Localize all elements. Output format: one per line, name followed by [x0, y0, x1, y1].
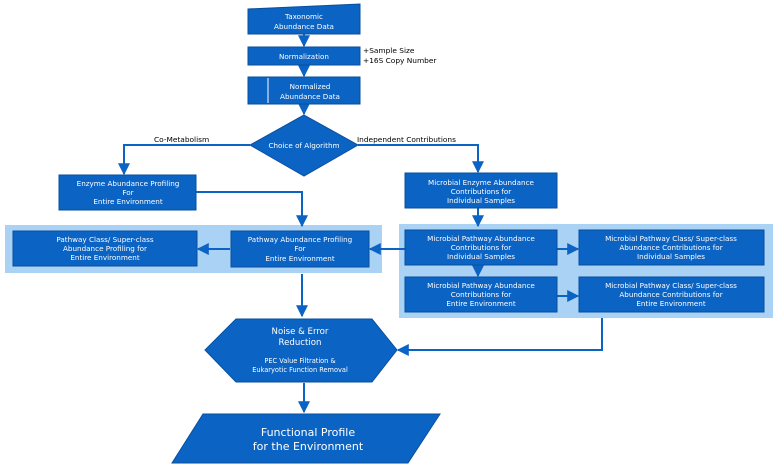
algorithm-decision: Choice of Algorithm [248, 114, 360, 177]
svg-text:PEC Value Filtration &Eukaryot: PEC Value Filtration &Eukaryotic Functio… [252, 357, 348, 374]
normalized-line1: Normalized [290, 82, 331, 91]
algorithm-label: Choice of Algorithm [268, 141, 339, 150]
normalization-note-copy-number: +16S Copy Number [363, 56, 437, 65]
co-metabolism-label: Co-Metabolism [154, 135, 209, 144]
connectors [118, 33, 603, 414]
normalization-label: Normalization [279, 52, 329, 61]
normalized-line2: Abundance Data [280, 92, 340, 101]
svg-text:Microbial Pathway Class/ Super: Microbial Pathway Class/ Super-classAbun… [605, 234, 737, 261]
taxonomic-line1: Taxonomic [284, 12, 323, 21]
svg-text:Microbial Pathway Class/ Super: Microbial Pathway Class/ Super-classAbun… [605, 281, 737, 308]
independent-contributions-label: Independent Contributions [357, 135, 456, 144]
normalization-box: Normalization [247, 46, 361, 66]
taxonomic-line2: Abundance Data [274, 22, 334, 31]
normalization-note-sample-size: +Sample Size [363, 46, 415, 55]
